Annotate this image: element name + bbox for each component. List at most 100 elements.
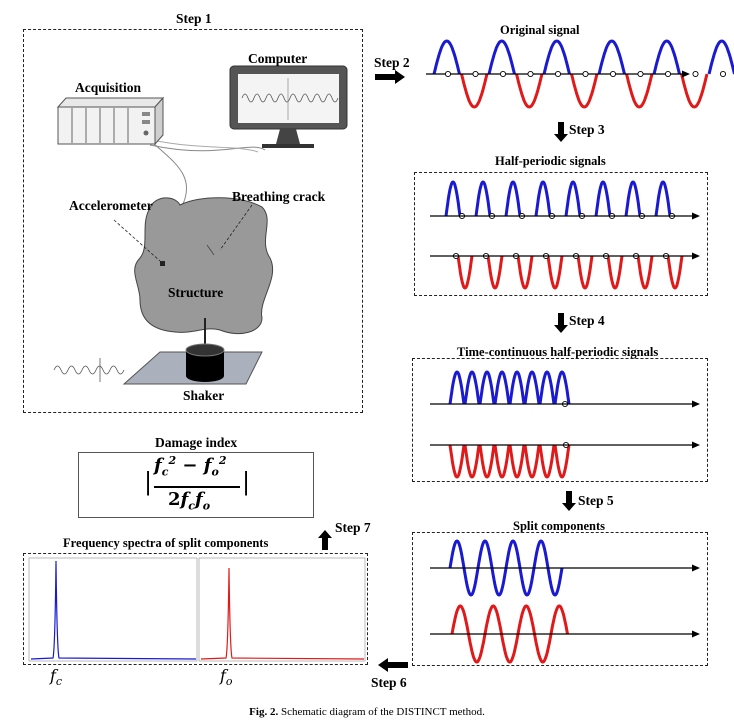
half-pos-lobe <box>474 180 492 217</box>
original-pos-lobe <box>652 39 681 75</box>
damage-index-formula: | | fc2 − fo2 2fcfo <box>78 452 314 518</box>
formula-numerator: fc2 − fo2 <box>154 454 227 479</box>
tc-neg-lobe <box>448 444 466 479</box>
tc-pos-lobe <box>478 370 496 405</box>
half-pos-lobe <box>564 180 582 217</box>
formula-fraction-bar <box>154 486 240 488</box>
step4-label: Step 4 <box>569 313 605 328</box>
time-continuous-box <box>412 358 708 482</box>
half-pos-lobe <box>594 180 612 217</box>
computer-monitor <box>229 65 348 148</box>
half-neg-lobe <box>456 255 474 290</box>
step1-box <box>23 29 363 413</box>
split-blue-axis-head <box>692 564 700 572</box>
half-neg-lobe <box>516 255 534 290</box>
original-zero-dot <box>609 70 617 78</box>
structure-blob <box>134 197 274 334</box>
half-neg-lobe <box>546 255 564 290</box>
original-zero-dot <box>719 70 727 78</box>
tc-neg-lobe <box>493 444 511 479</box>
fc-label: fc <box>50 666 63 689</box>
half-neg-lobe <box>606 255 624 290</box>
half-neg-lobe <box>486 255 504 290</box>
half-neg-lobe <box>666 255 684 290</box>
half-pos-lobe <box>444 180 462 217</box>
original-zero-dot <box>637 70 644 78</box>
abs-bar-left: | <box>144 468 153 496</box>
original-pos-lobe <box>542 39 571 75</box>
tc-pos-lobe <box>523 370 541 405</box>
half-neg-axis-head <box>692 252 700 260</box>
half-pos-lobe <box>534 180 552 217</box>
split-red-axis-head <box>692 630 700 638</box>
time-continuous-title: Time-continuous half-periodic signals <box>457 345 659 359</box>
formula-denominator: 2fcfo <box>168 489 211 513</box>
half-pos-lobe <box>504 180 522 217</box>
step2-label: Step 2 <box>374 55 410 70</box>
half-neg-lobe <box>636 255 654 290</box>
half-periodic-box <box>414 172 708 296</box>
original-neg-lobe <box>680 73 709 109</box>
step5-arrow <box>562 491 576 511</box>
half-pos-lobe <box>654 180 672 217</box>
original-neg-lobe <box>570 73 599 109</box>
half-neg-lobe <box>576 255 594 290</box>
spectrum-red-frame <box>198 557 366 662</box>
split-red-wave <box>450 604 569 664</box>
half-pos-axis-head <box>692 212 700 220</box>
original-neg-lobe <box>515 73 544 109</box>
original-zero-dot <box>499 70 507 78</box>
shaker-label: Shaker <box>183 388 225 403</box>
original-zero-dot <box>472 70 479 78</box>
original-neg-lobe <box>625 73 654 109</box>
tc-neg-lobe <box>508 444 526 479</box>
spectrum-blue-peak <box>30 560 197 660</box>
fo-label: fo <box>220 666 233 689</box>
tc-neg-lobe <box>538 444 556 479</box>
step7-label: Step 7 <box>335 520 371 535</box>
original-zero-dot <box>554 70 562 78</box>
accelerometer-label: Accelerometer <box>69 198 153 213</box>
acquisition-label: Acquisition <box>75 80 142 95</box>
breathing-crack-label: Breathing crack <box>232 189 326 204</box>
tc-pos-axis-head <box>692 400 700 408</box>
tc-neg-lobe <box>463 444 481 479</box>
original-neg-lobe <box>460 73 489 109</box>
step7-arrow <box>318 530 332 550</box>
tc-pos-lobe <box>493 370 511 405</box>
damage-index-formula-box <box>78 452 314 518</box>
tc-pos-lobe <box>463 370 481 405</box>
structure-label: Structure <box>168 285 224 300</box>
step6-arrow <box>378 658 408 672</box>
original-axis-head <box>682 70 690 78</box>
step2-arrow <box>375 70 405 84</box>
tc-neg-lobe <box>553 444 571 479</box>
tc-neg-lobe <box>523 444 541 479</box>
tc-pos-lobe <box>448 370 466 405</box>
split-components-title: Split components <box>513 519 606 533</box>
half-pos-lobe <box>624 180 642 217</box>
tc-pos-lobe <box>553 370 571 405</box>
tc-pos-lobe <box>538 370 556 405</box>
spectra-box <box>23 553 368 665</box>
tc-neg-axis-head <box>692 441 700 449</box>
original-zero-dot <box>692 70 699 78</box>
step3-arrow <box>554 122 568 142</box>
original-pos-lobe <box>707 39 734 75</box>
original-pos-lobe <box>432 39 461 75</box>
original-pos-lobe <box>487 39 516 75</box>
original-pos-lobe <box>597 39 626 75</box>
original-zero-dot <box>527 70 534 78</box>
computer-label: Computer <box>248 51 308 66</box>
step4-arrow <box>554 313 568 333</box>
figure-caption: Fig. 2. Schematic diagram of the DISTINC… <box>249 706 485 718</box>
shaker <box>122 318 263 385</box>
abs-bar-right: | <box>242 468 251 496</box>
tc-neg-lobe <box>478 444 496 479</box>
half-periodic-title: Half-periodic signals <box>495 154 606 168</box>
step1-label: Step 1 <box>176 11 212 26</box>
step3-label: Step 3 <box>569 122 605 137</box>
step6-label: Step 6 <box>371 675 407 690</box>
